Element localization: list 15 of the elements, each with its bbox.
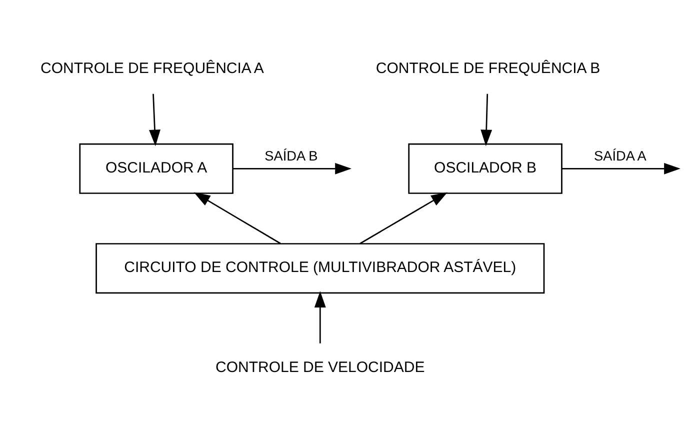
node-box: OSCILADOR A [79,143,234,194]
node-text: CONTROLE DE FREQUÊNCIA B [376,60,600,77]
arrow [232,162,352,174]
arrow [194,192,281,244]
arrow [360,192,448,244]
edge-label: SAÍDA B [264,148,318,164]
arrow [149,94,160,146]
node-text: CONTROLE DE VELOCIDADE [216,358,425,376]
node-text: CONTROLE DE FREQUÊNCIA A [40,60,264,77]
edge-label: SAÍDA A [594,148,646,164]
node-box: OSCILADOR B [408,143,562,194]
arrow [562,162,680,174]
node-box: CIRCUITO DE CONTROLE (MULTIVIBRADOR ASTÁVEL) [96,243,545,294]
arrow [480,94,492,146]
arrow [314,291,326,344]
